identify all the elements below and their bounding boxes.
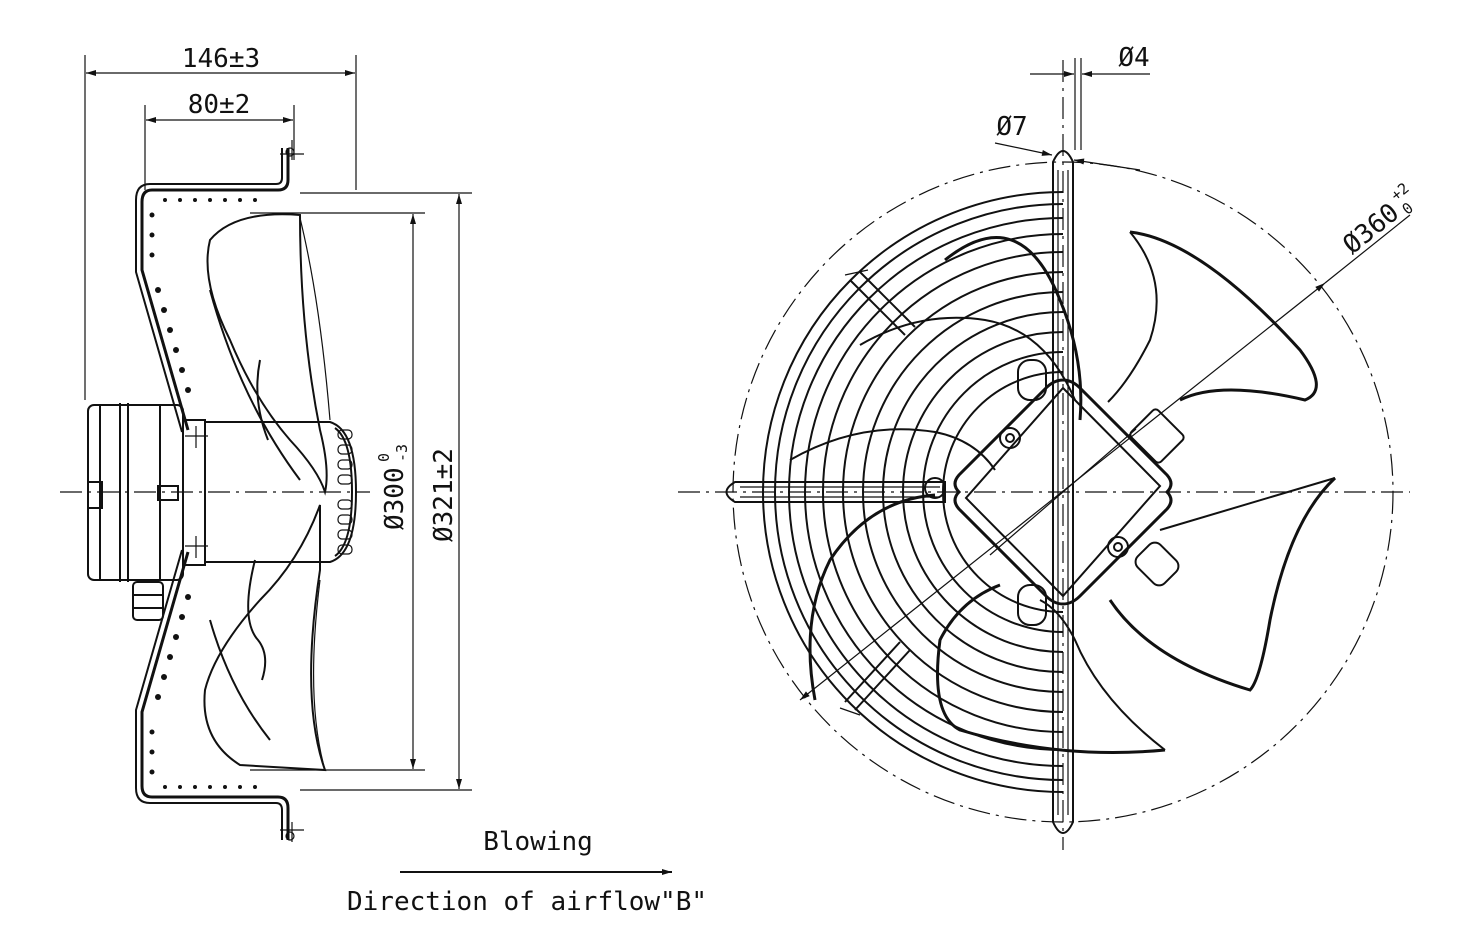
dim-hole-7: Ø7 xyxy=(994,112,1141,171)
dim-hole-4: Ø4 xyxy=(1030,43,1150,77)
dim-blade-dia-tol-upper: 0 xyxy=(375,453,393,462)
mounting-bar xyxy=(1052,58,1082,834)
dim-outer-dia: Ø360 +2 0 xyxy=(799,179,1417,701)
dim-blade-dia: Ø300 0 -3 xyxy=(375,214,416,769)
airflow-blowing-label: Blowing xyxy=(483,827,593,857)
dim-outer-tol-upper: +2 xyxy=(1387,179,1412,204)
dim-hole-4-label: Ø4 xyxy=(1118,43,1149,73)
front-view: Ø4 Ø7 Ø360 +2 0 xyxy=(678,43,1417,850)
dim-overall-depth-label: 146±3 xyxy=(182,44,260,74)
guard-bracket xyxy=(135,140,304,842)
motor-housing xyxy=(87,403,208,621)
fan-blades-side xyxy=(203,213,331,772)
dim-guard-dia: Ø321±2 xyxy=(429,194,462,789)
dim-hole-7-label: Ø7 xyxy=(996,112,1027,142)
weld-dots xyxy=(149,198,257,789)
dim-outer-dia-label: Ø360 xyxy=(1338,198,1406,261)
airflow-indicator: Blowing Direction of airflow"B" xyxy=(347,827,707,917)
dim-bracket-depth: 80±2 xyxy=(144,90,295,190)
dim-blade-dia-tol-lower: -3 xyxy=(393,444,411,462)
dim-blade-dia-label: Ø300 xyxy=(380,467,410,530)
dim-bracket-depth-label: 80±2 xyxy=(188,90,251,120)
airflow-direction-label: Direction of airflow"B" xyxy=(347,887,707,917)
dim-overall-depth: 146±3 xyxy=(84,44,357,400)
dim-outer-tol-lower: 0 xyxy=(1399,199,1417,219)
side-view: 146±3 80±2 xyxy=(60,44,472,842)
dim-guard-dia-label: Ø321±2 xyxy=(429,448,459,542)
